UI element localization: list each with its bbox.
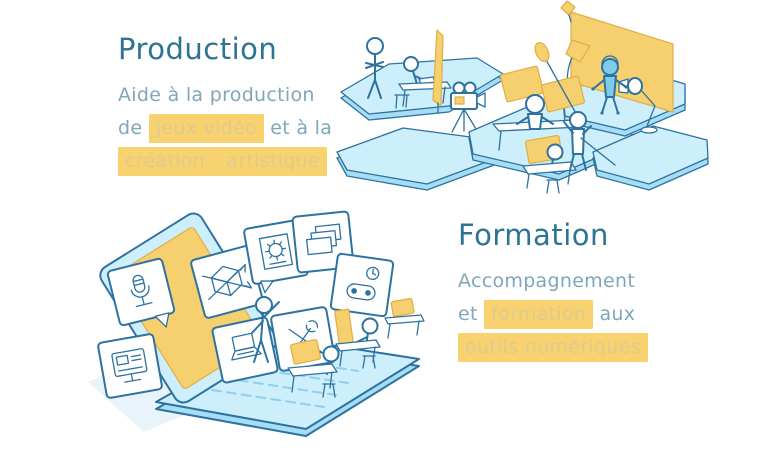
production-desc-line2: de jeux vidéo et à la (118, 112, 332, 145)
trainee-desk-3 (384, 297, 425, 339)
highlight-jeux-video: jeux vidéo (148, 114, 264, 143)
formation-desc-line2: et formation aux (458, 298, 648, 331)
highlight-creation-artistique: création artistique (118, 147, 327, 176)
gamepad-clock-icon (346, 266, 380, 301)
gear-frame-icon (258, 233, 294, 270)
formation-title: Formation (458, 218, 609, 252)
gear-frame-card (243, 219, 309, 294)
formation-section: Formation Accompagnement et formation au… (458, 218, 648, 364)
production-section: Production Aide à la production de jeux … (118, 32, 332, 178)
reflector-flag (432, 29, 444, 114)
digital-tools-laptop-illustration (88, 210, 425, 437)
trainees-at-desks (287, 297, 425, 398)
workstation-desk (522, 134, 577, 194)
tripod (451, 108, 477, 133)
cube-3d-icon (201, 264, 253, 300)
trainee-desk-1 (287, 339, 340, 398)
highlight-formation: formation (484, 300, 594, 329)
dual-yellow-monitors-desk (492, 65, 585, 156)
formation-desc-line3: outils numériques (458, 331, 648, 364)
production-title: Production (118, 32, 278, 66)
laptop-card (211, 316, 279, 384)
video-monitor-card (97, 333, 163, 399)
gamepad-card (329, 252, 395, 318)
mocap-actor-figure (591, 55, 628, 115)
laptop-icon (231, 332, 262, 361)
microphone-icon (130, 274, 153, 308)
boom-operator-figure (563, 111, 616, 171)
film-camera-icon (450, 81, 486, 133)
microphone-card (106, 257, 176, 328)
highlight-outils-numeriques: outils numériques (458, 333, 648, 362)
standing-figure (365, 37, 384, 99)
standing-figure (251, 296, 280, 363)
trainee-desk-2 (334, 308, 381, 369)
production-desc-line3: création artistique (118, 145, 332, 178)
screen-stack-icon (306, 223, 342, 256)
production-studio-illustration (336, 0, 709, 194)
production-desc-line1: Aide à la production (118, 84, 315, 106)
formation-desc-line1: Accompagnement (458, 270, 636, 292)
video-monitor-icon (111, 348, 148, 383)
kite-marker (560, 0, 576, 23)
